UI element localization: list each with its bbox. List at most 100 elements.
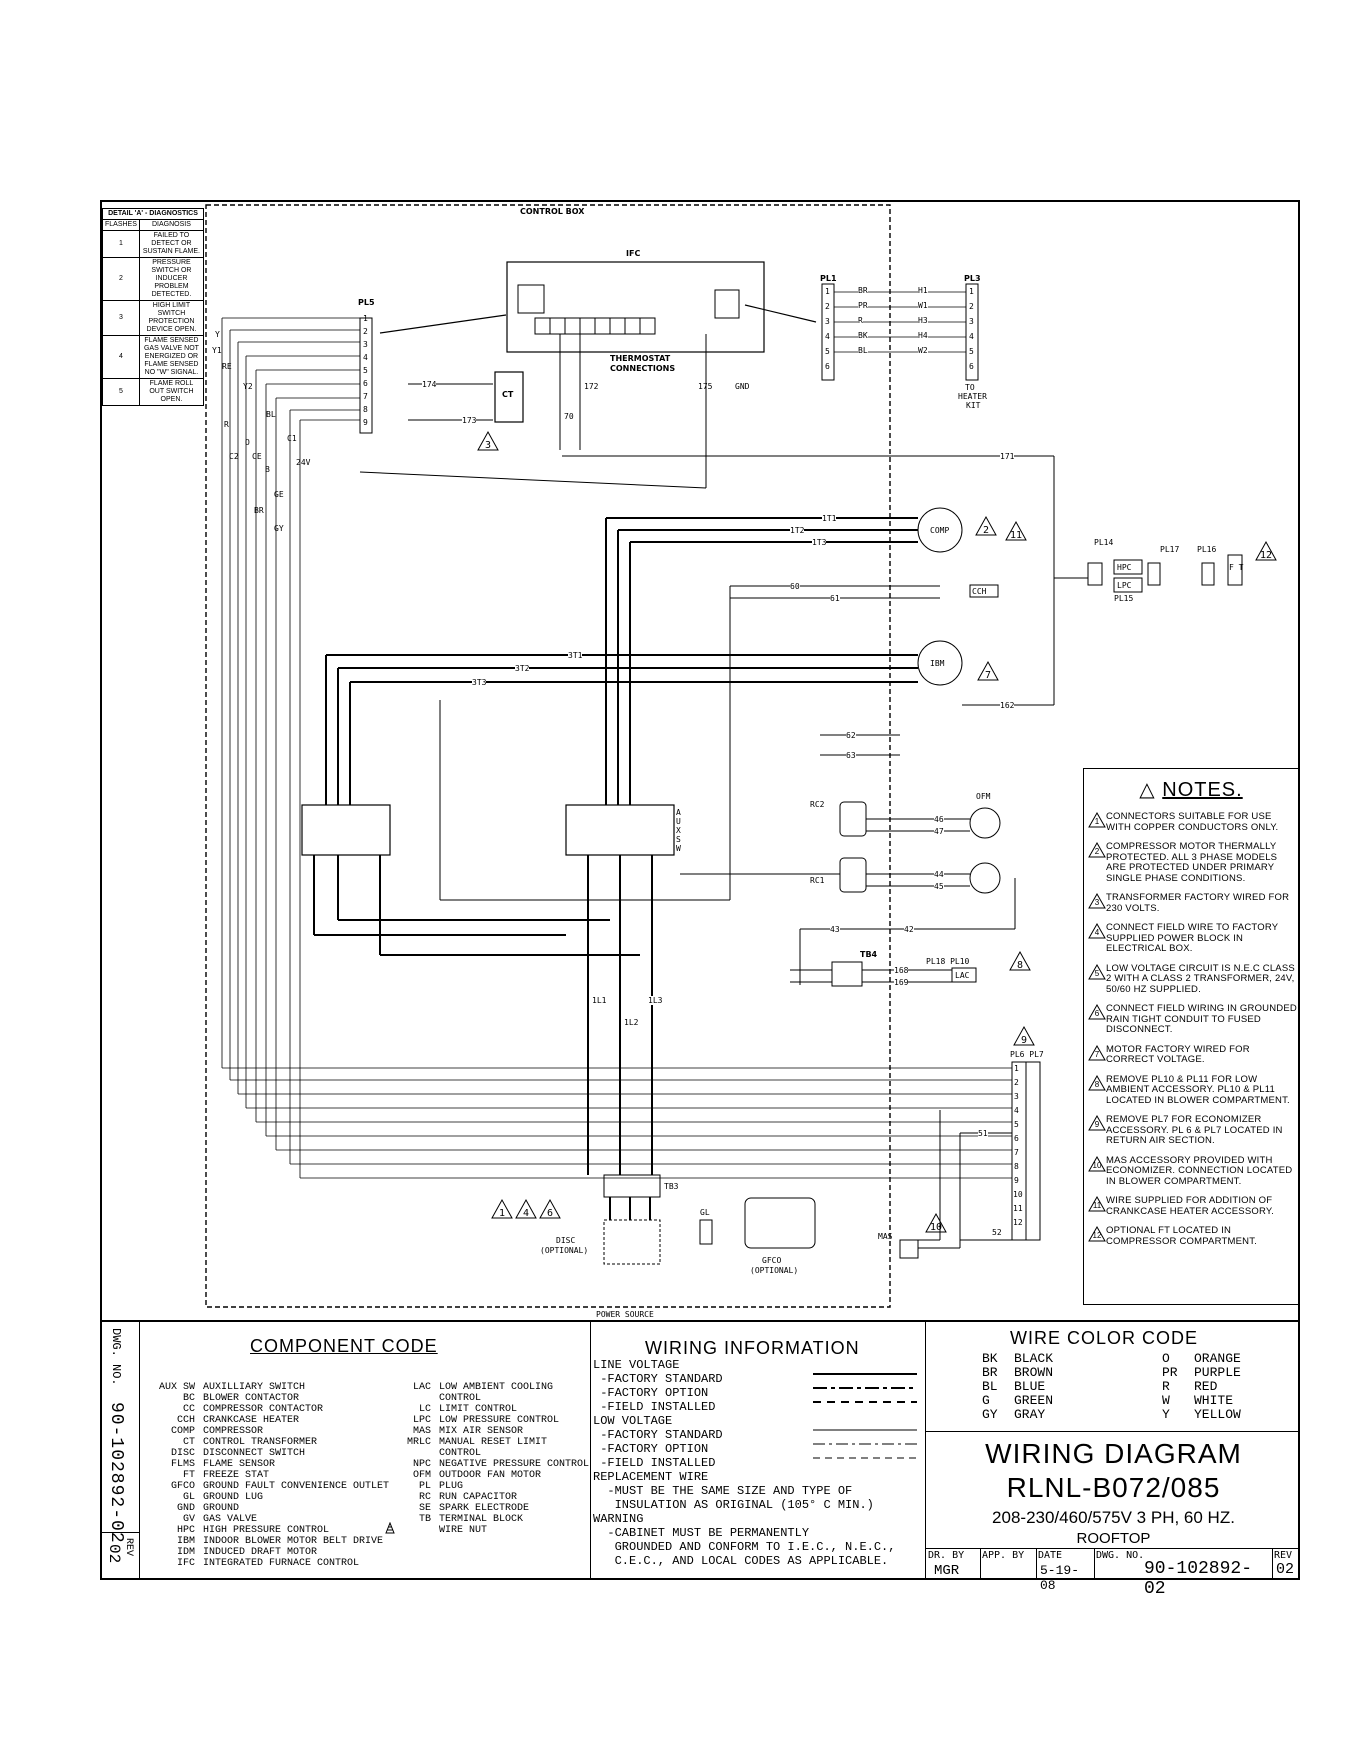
date-label: DATE [1038, 1550, 1063, 1561]
comp-label: COMP [930, 526, 950, 535]
note-number: 7 [1094, 1049, 1100, 1059]
low-voltage-wires [221, 317, 1012, 1179]
component-desc: WIRE NUT [439, 1525, 488, 1536]
line-style-legend [813, 1373, 917, 1459]
gfco-outlet [744, 1197, 816, 1249]
title-info-row: DR. BY MGR APP. BY DATE 5-19-08 DWG. NO.… [925, 1548, 1300, 1599]
title-block: WIRING DIAGRAM RLNL-B072/085 208-230/460… [925, 1431, 1300, 1549]
rc1-label: RC1 [810, 876, 825, 885]
component-desc: CONTROL TRANSFORMER [203, 1437, 318, 1448]
wire-label: 24V [296, 458, 311, 467]
run-label: 173 [462, 416, 477, 425]
wire-label: BL [266, 410, 276, 419]
component-abbr: GV [182, 1514, 195, 1525]
date-cell: DATE 5-19-08 [1036, 1549, 1095, 1593]
pl5-connector [359, 317, 373, 434]
diagnostics-row: 1 FAILED TO DETECT OR SUSTAIN FLAME. [102, 230, 205, 258]
wire-color-abbr: G [982, 1393, 990, 1408]
pl1-connector [821, 283, 835, 381]
note-marker-icon [491, 1198, 513, 1219]
svg-text:6: 6 [547, 1208, 553, 1219]
run-label: 1L3 [648, 996, 663, 1005]
pl5-pin: 2 [363, 327, 368, 336]
run-label: 51 [978, 1129, 988, 1138]
pl5-pin: 3 [363, 340, 368, 349]
ifc-connector-right [714, 289, 740, 319]
component-desc: LIMIT CONTROL [439, 1404, 518, 1415]
note-marker-icon [515, 1198, 537, 1219]
run-label: 60 [790, 582, 800, 591]
flashes-cell: 5 [102, 378, 140, 406]
svg-text:2: 2 [983, 525, 989, 536]
component-abbr: LC [418, 1404, 431, 1415]
pl6-pin: 8 [1014, 1162, 1019, 1171]
compressor-contactor [565, 804, 675, 856]
note-text: OPTIONAL FT LOCATED IN COMPRESSOR COMPAR… [1106, 1225, 1257, 1247]
component-desc: PLUG [439, 1481, 464, 1492]
freeze-stat [1227, 554, 1243, 586]
component-abbr: RC [418, 1492, 431, 1503]
pl3-wire-label: H4 [918, 331, 928, 340]
component-desc: GROUND [203, 1503, 240, 1514]
notes-title: NOTES. [1162, 779, 1243, 801]
tb4-label: TB4 [860, 950, 878, 959]
run-label: 1T3 [812, 538, 827, 547]
pl1-pin: 6 [825, 362, 830, 371]
wire-color-abbr: BL [982, 1379, 998, 1394]
run-label: 44 [934, 870, 944, 879]
triangle-icon: △ [1139, 779, 1156, 801]
pl5-pin: 7 [363, 392, 368, 401]
pl6-pin: 1 [1014, 1064, 1019, 1073]
hpc-switch [1113, 559, 1143, 575]
component-desc: GAS VALVE [203, 1514, 258, 1525]
diagnostics-row: 3 HIGH LIMIT SWITCH PROTECTION DEVICE OP… [102, 300, 205, 336]
gfco-label: GFCO [762, 1256, 782, 1265]
lac-label: LAC [955, 971, 970, 980]
mas-label: MAS [878, 1232, 893, 1241]
pl1-wire-label: BR [858, 286, 868, 295]
svg-text:9: 9 [1021, 1035, 1027, 1046]
dwg-side-rev-label: REV [123, 1538, 134, 1557]
note-number: 2 [1094, 847, 1100, 856]
wire-label: B [265, 465, 270, 474]
pl6-pin: 9 [1014, 1176, 1019, 1185]
outdoor-fan-motor-1 [969, 807, 1001, 839]
run-label: 47 [934, 827, 944, 836]
dwg-side-label: DWG. NO. [109, 1328, 123, 1386]
gnd-label: GND [735, 382, 750, 391]
wire-label: RE [222, 362, 232, 371]
component-abbr: SE [418, 1503, 431, 1514]
blower-contactor [301, 804, 391, 856]
note-number: 3 [1094, 898, 1100, 907]
run-label: 162 [1000, 701, 1015, 710]
component-desc: GROUND LUG [203, 1492, 264, 1503]
lpc-switch [1113, 577, 1143, 593]
component-abbr: LAC [412, 1382, 431, 1393]
to-heater-kit-2: HEATER [958, 392, 987, 401]
wire-color-name: ORANGE [1194, 1351, 1241, 1366]
outdoor-fan-motor-2 [969, 862, 1001, 894]
note-number: 6 [1094, 1009, 1100, 1018]
dwg-side-rev: 02 [105, 1544, 123, 1564]
line-voltage-wires [313, 517, 918, 1220]
pl1-wire-label: BK [858, 331, 868, 340]
note-text: REMOVE PL10 & PL11 FOR LOW AMBIENT ACCES… [1106, 1073, 1290, 1106]
note-triangle-icon: 10 [1088, 1155, 1106, 1172]
run-label: 171 [1000, 452, 1015, 461]
component-abbr: HPC [176, 1525, 195, 1536]
note-text: LOW VOLTAGE CIRCUIT IS N.E.C CLASS 2 WIT… [1106, 962, 1295, 995]
lac-box [951, 967, 977, 983]
run-label: 70 [564, 412, 574, 421]
wire-label: CE [252, 452, 262, 461]
